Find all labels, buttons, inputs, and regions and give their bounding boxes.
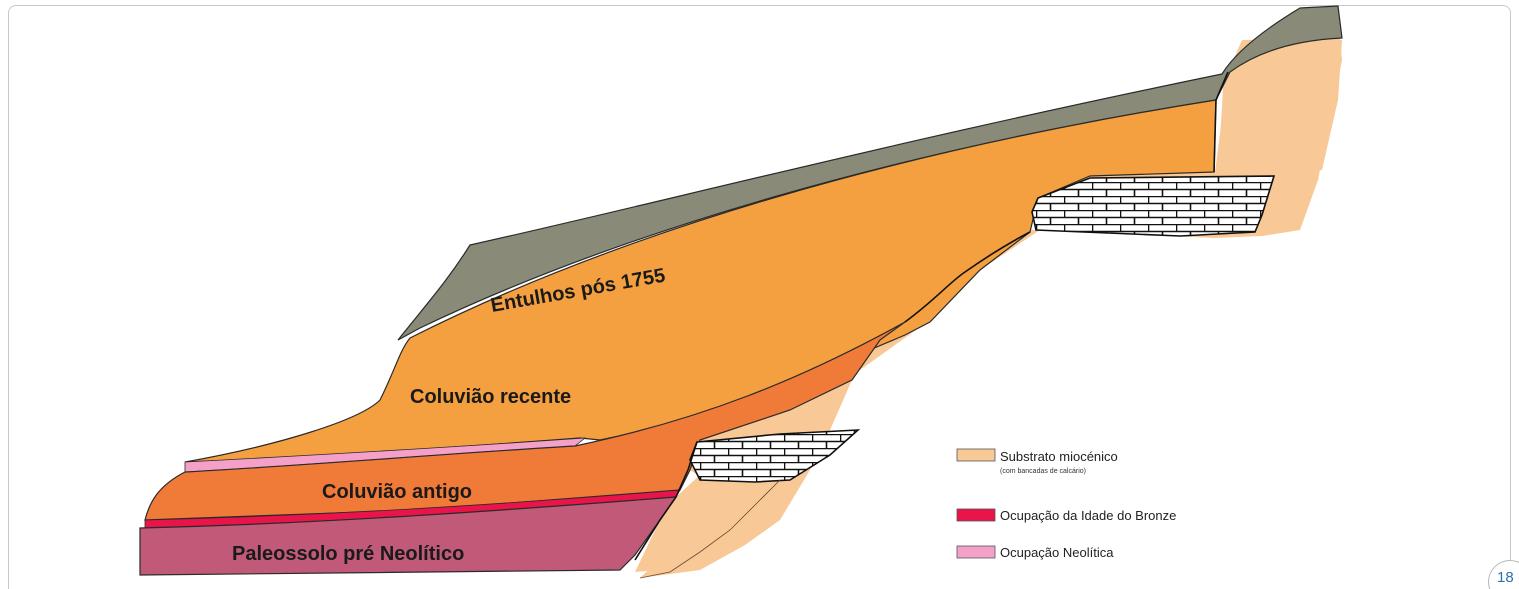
legend-label-bronze: Ocupação da Idade do Bronze (1000, 508, 1176, 523)
boundary-line-substrato-edge (639, 479, 781, 579)
legend-swatch-bronze (956, 508, 996, 522)
legend-label-neolitica: Ocupação Neolítica (1000, 545, 1114, 560)
legend-sublabel-substrato: (com bancadas de calcário) (1000, 468, 1086, 475)
limestone-bank-lower (689, 429, 861, 483)
boundary-line-slope (904, 231, 1031, 323)
legend-swatch-neolitica (956, 545, 996, 559)
label-coluviao-antigo: Coluvião antigo (322, 481, 472, 503)
layer-coluviao-recente (184, 99, 1217, 463)
label-coluviao-recente: Coluvião recente (410, 386, 571, 408)
legend-swatch-substrato (956, 448, 996, 462)
legend: Substrato miocénico (com bancadas de cal… (956, 448, 1176, 560)
substrato-lower (635, 475, 740, 572)
layer-entulhos (397, 5, 1343, 341)
label-paleossolo: Paleossolo pré Neolítico (232, 543, 464, 565)
legend-label-substrato: Substrato miocénico (1000, 449, 1118, 464)
boundary-line-lower (634, 441, 698, 561)
substrato-upper (1218, 40, 1342, 176)
boundary-line-upper (1213, 71, 1229, 173)
page-number: 18 (1497, 569, 1514, 586)
limestone-bank-upper (1031, 175, 1276, 237)
